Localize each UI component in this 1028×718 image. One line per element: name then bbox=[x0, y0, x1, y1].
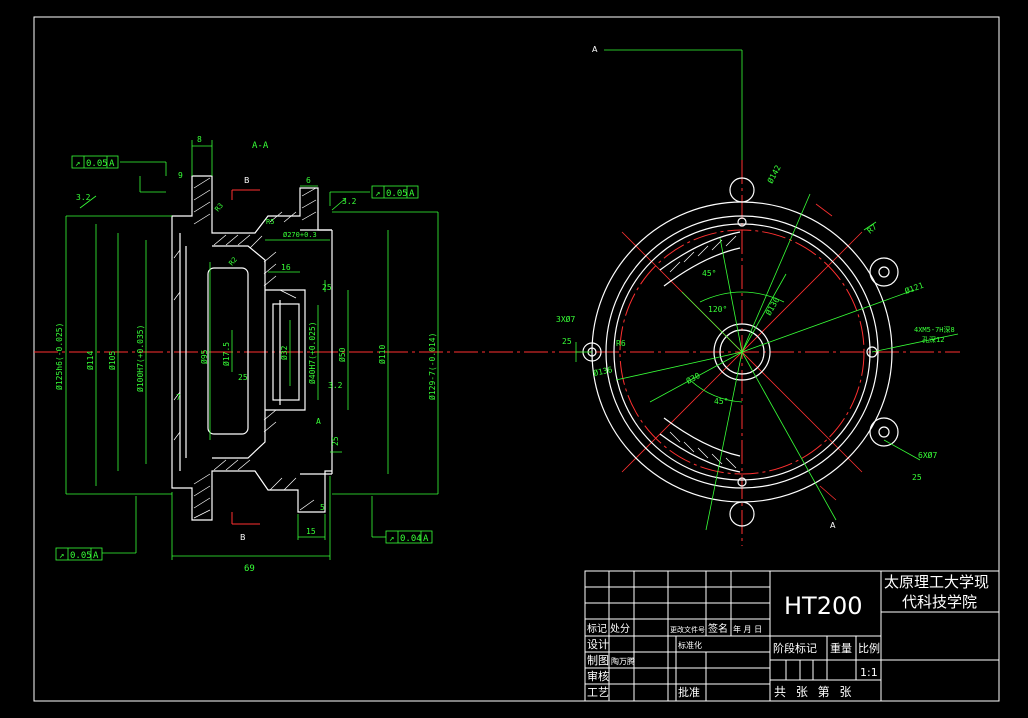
role-draw: 制图 bbox=[587, 654, 609, 667]
rev-header-date: 年 月 日 bbox=[733, 624, 762, 634]
fcf-top-right: ↗ 0.05 A bbox=[371, 185, 419, 199]
fcf-tolerance: 0.05 bbox=[386, 189, 408, 199]
dim-phi17-5: Ø17.5 bbox=[221, 342, 231, 366]
school-name-line2: 代科技学院 bbox=[902, 593, 977, 611]
section-view: ↗ 0.05 A ↗ 0.05 A ↗ 0.05 A ↗ 0.04 A bbox=[34, 135, 560, 574]
rev-header-doc: 更改文件号 bbox=[670, 625, 705, 634]
scale-label: 比例 bbox=[858, 641, 880, 655]
ra-25-c: 25 bbox=[331, 436, 340, 446]
stage-mark-label: 阶段标记 bbox=[773, 641, 817, 655]
dim-15: 15 bbox=[306, 527, 316, 536]
dim-9: 9 bbox=[178, 171, 183, 180]
thread-depth: 孔深12 bbox=[922, 335, 944, 344]
weight-label: 重量 bbox=[830, 641, 852, 655]
fcf-tolerance: 0.04 bbox=[400, 534, 422, 544]
rev-header-mark: 标记 bbox=[587, 623, 607, 635]
drawer-name: 陶万腾 bbox=[611, 656, 635, 666]
dim-7: 7 bbox=[176, 393, 181, 402]
standardization-label: 标准化 bbox=[678, 640, 702, 650]
dim-phi70: Ø270+0.3 bbox=[283, 231, 317, 239]
dim-phi95: Ø95 bbox=[199, 349, 209, 364]
dim-6: 6 bbox=[306, 176, 311, 185]
dim-phi130: Ø130 bbox=[763, 295, 781, 317]
dim-8: 8 bbox=[197, 135, 202, 144]
dim-angle-120: 120° bbox=[708, 305, 727, 314]
section-label: A-A bbox=[252, 141, 269, 151]
dim-angle-45-bottom: 45° bbox=[714, 397, 728, 406]
rev-header-zone: 处分 bbox=[610, 623, 630, 635]
dim-r5: R5 bbox=[266, 218, 274, 226]
ra-25-a: 25 bbox=[322, 283, 332, 292]
dim-r6: R6 bbox=[616, 339, 626, 348]
end-view: A A Ø142 R7 Ø121 Ø130 Ø136 Ø30 R6 45° 45… bbox=[556, 45, 960, 546]
dim-phi136: Ø136 bbox=[592, 364, 613, 378]
fcf-symbol: ↗ bbox=[75, 159, 80, 169]
dim-phi121: Ø121 bbox=[903, 280, 925, 296]
fcf-datum: A bbox=[93, 551, 99, 561]
dim-phi100: Ø100H7(+0.035) bbox=[135, 325, 145, 392]
dim-phi30: Ø30 bbox=[684, 370, 702, 386]
role-design: 设计 bbox=[587, 638, 609, 651]
holes-3xphi7: 3XØ7 bbox=[556, 314, 575, 324]
section-mark-b-bottom: B bbox=[240, 533, 246, 542]
section-mark-a-bottom: A bbox=[830, 521, 836, 530]
fcf-symbol: ↗ bbox=[59, 551, 64, 561]
dim-phi40: Ø40H7(+0.025) bbox=[307, 321, 317, 384]
thread-callout: 4XM5-7H深8 bbox=[914, 325, 955, 334]
rev-header-sign: 签名 bbox=[708, 622, 728, 635]
dim-phi32: Ø32 bbox=[279, 345, 289, 360]
drawing-frame bbox=[33, 16, 1000, 702]
ra-3.2-left: 3.2 bbox=[76, 193, 91, 202]
dim-phi105: Ø105 bbox=[107, 351, 117, 370]
dim-angle-45-top: 45° bbox=[702, 269, 716, 278]
fcf-symbol: ↗ bbox=[389, 534, 394, 544]
approve-label: 批准 bbox=[678, 685, 700, 699]
holes-6xphi7: 6XØ7 bbox=[918, 450, 937, 460]
dim-phi114: Ø114 bbox=[85, 351, 95, 370]
fcf-bottom-left: ↗ 0.05 A bbox=[55, 547, 103, 561]
ra-25-hole: 25 bbox=[562, 337, 572, 346]
scale-value: 1:1 bbox=[860, 666, 878, 679]
fcf-tolerance: 0.05 bbox=[86, 159, 108, 169]
dim-r7: R7 bbox=[866, 222, 879, 235]
ra-3.2-right: 3.2 bbox=[342, 197, 357, 206]
dim-phi142: Ø142 bbox=[765, 163, 783, 185]
datum-a-marker: A bbox=[316, 417, 321, 426]
fcf-top-left: ↗ 0.05 A bbox=[71, 155, 119, 169]
section-mark-a-top: A bbox=[592, 45, 598, 54]
ra-25-b: 25 bbox=[238, 373, 248, 382]
material: HT200 bbox=[784, 592, 863, 620]
dim-r2: R2 bbox=[227, 256, 239, 268]
school-name-line1: 太原理工大学现 bbox=[884, 573, 989, 591]
role-check: 审核 bbox=[587, 669, 609, 683]
sheet-count: 共 张 第 张 bbox=[774, 685, 854, 699]
dim-phi50: Ø50 bbox=[337, 347, 347, 362]
dim-16: 16 bbox=[281, 263, 291, 272]
dim-phi129: Ø129-7(-0.014) bbox=[427, 333, 437, 400]
ra-3.2-bore: 3.2 bbox=[328, 381, 343, 390]
title-block-text: HT200 太原理工大学现 代科技学院 标记 处分 更改文件号 签名 年 月 日… bbox=[587, 573, 989, 699]
fcf-symbol: ↗ bbox=[375, 189, 380, 199]
fcf-tolerance: 0.05 bbox=[70, 551, 92, 561]
fcf-bottom-right: ↗ 0.04 A bbox=[385, 530, 433, 544]
fcf-datum: A bbox=[409, 189, 415, 199]
dim-r3: R3 bbox=[213, 202, 225, 214]
dim-phi110: Ø110 bbox=[377, 345, 387, 364]
dim-69: 69 bbox=[244, 564, 255, 574]
ra-25-flange: 25 bbox=[912, 473, 922, 482]
role-process: 工艺 bbox=[587, 686, 609, 699]
fcf-datum: A bbox=[423, 534, 429, 544]
title-block bbox=[584, 570, 1000, 702]
section-mark-b-top: B bbox=[244, 176, 250, 185]
dim-phi125: Ø125h6(-0.025) bbox=[54, 323, 64, 390]
dim-5: 5 bbox=[320, 503, 325, 512]
fcf-datum: A bbox=[109, 159, 115, 169]
